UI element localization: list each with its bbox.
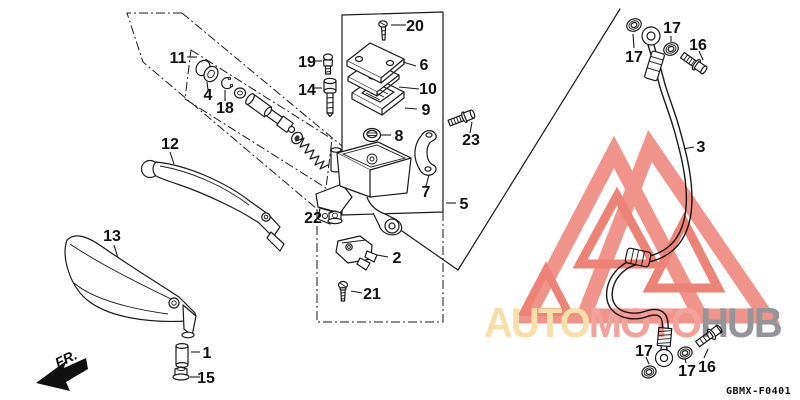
- part-seal-cup: [291, 131, 303, 145]
- part-pivot-bolt: [322, 53, 334, 75]
- part-master-cylinder-body: [315, 141, 412, 236]
- callout-15: 15: [197, 370, 215, 387]
- callout-2: 2: [393, 250, 402, 267]
- callout-22: 22: [304, 210, 322, 227]
- part-collar: [175, 343, 189, 369]
- part-spring: [295, 137, 329, 170]
- callout-4: 4: [204, 87, 213, 104]
- part-brake-lever: [140, 159, 285, 252]
- callout-9: 9: [422, 102, 431, 119]
- part-flange-bolt-23: [447, 109, 476, 127]
- part-handguard: [64, 235, 197, 339]
- front-direction-arrow: FR.: [36, 346, 88, 391]
- leader-lines: [113, 24, 709, 378]
- part-clamp-bolt: [323, 77, 337, 118]
- callout-17d: 17: [678, 363, 696, 380]
- part-cap-screw: [378, 20, 388, 41]
- callout-17c: 17: [635, 343, 653, 360]
- part-piston: [245, 93, 296, 134]
- callout-11: 11: [170, 50, 187, 67]
- callout-23: 23: [462, 132, 480, 149]
- diagram-code: GBMX-F0401: [726, 386, 791, 397]
- part-reservoir-cap: [346, 42, 405, 84]
- part-stoplight-switch: [335, 235, 378, 271]
- callout-21: 21: [363, 286, 381, 303]
- part-sealing-washers: [626, 18, 693, 379]
- callout-19: 19: [298, 54, 316, 71]
- kit-boundary-boxes: [126, 11, 444, 323]
- callout-1: 1: [203, 345, 212, 362]
- callout-5: 5: [460, 196, 469, 213]
- callout-6: 6: [420, 57, 429, 74]
- part-banjo-bolt-top: [679, 51, 708, 75]
- part-banjo-bolt-bottom: [695, 324, 723, 348]
- part-flange-nut: [172, 366, 190, 381]
- callout-labels: 20 6 10 9 8 7 5 23 19 14 11 4 18 12 22 2…: [103, 18, 716, 387]
- part-boot-bushing: [195, 59, 219, 83]
- callout-17b: 17: [663, 20, 681, 37]
- callout-18: 18: [216, 100, 234, 117]
- callout-16b: 16: [698, 359, 716, 376]
- callout-20: 20: [406, 18, 424, 35]
- part-switch-screw: [337, 280, 349, 302]
- part-circlip: [221, 76, 234, 90]
- callout-13: 13: [103, 228, 121, 245]
- part-grommet: [362, 127, 382, 143]
- callout-3: 3: [697, 139, 706, 156]
- callout-8: 8: [395, 128, 404, 145]
- callout-12: 12: [161, 136, 179, 153]
- part-brake-hose: [605, 26, 693, 368]
- callout-17a: 17: [625, 49, 643, 66]
- part-handlebar-clamp: [414, 130, 437, 176]
- callout-7: 7: [422, 184, 431, 201]
- callout-10: 10: [419, 81, 437, 98]
- callout-14: 14: [298, 82, 316, 99]
- part-washer-small: [233, 87, 247, 99]
- part-pivot-nut: [327, 210, 343, 225]
- callout-16a: 16: [689, 37, 707, 54]
